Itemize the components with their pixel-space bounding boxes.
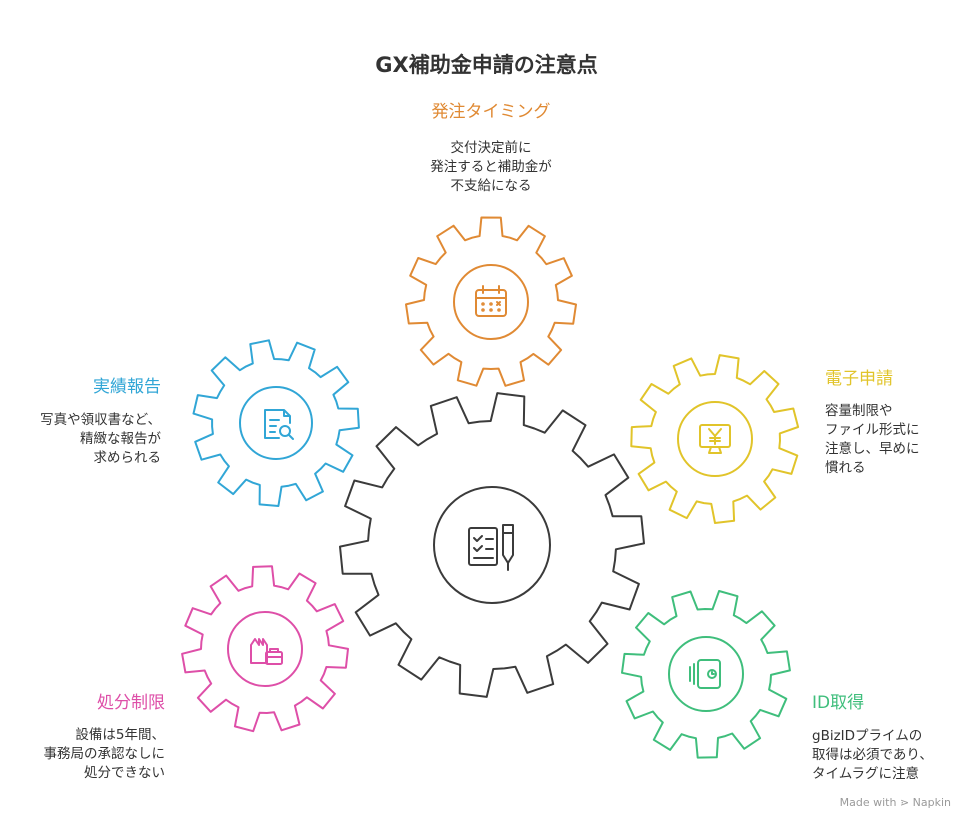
gbiz-heading: ID取得 xyxy=(812,693,865,713)
gbiz-gear xyxy=(621,590,791,759)
electronic-gear xyxy=(630,354,800,524)
page-title: GX補助金申請の注意点 xyxy=(375,53,598,77)
disposal-line: 事務局の承認なしに xyxy=(43,746,166,762)
checklist-pen-icon xyxy=(468,524,514,571)
disposal-gear xyxy=(181,565,349,733)
electronic-description: 容量制限や ファイル形式に 注意し、早めに 慣れる xyxy=(825,402,920,478)
timing-line: 交付決定前に xyxy=(450,140,532,156)
report-heading: 実績報告 xyxy=(93,377,161,397)
report-line: 精緻な報告が xyxy=(80,431,161,447)
timing-line: 不支給になる xyxy=(450,178,532,194)
timing-description: 交付決定前に 発注すると補助金が 不支給になる xyxy=(391,139,591,196)
center-gear xyxy=(339,392,645,698)
gbiz-gear-outline xyxy=(621,590,791,759)
timing-gear-ring xyxy=(453,264,529,340)
electronic-line: 慣れる xyxy=(825,460,866,476)
center-gear-ring xyxy=(433,486,551,604)
document-search-icon xyxy=(264,409,294,440)
timing-gear-outline xyxy=(405,216,577,387)
report-line: 写真や領収書など、 xyxy=(40,412,161,428)
napkin-watermark: Made with ⋗ Napkin xyxy=(839,796,951,809)
report-description: 写真や領収書など、 精緻な報告が 求められる xyxy=(0,411,161,468)
gbiz-line: gBizIDプライムの xyxy=(812,728,923,744)
electronic-heading: 電子申請 xyxy=(825,369,893,389)
report-gear-ring xyxy=(239,386,313,460)
electronic-line: 注意し、早めに xyxy=(825,441,920,457)
id-card-icon xyxy=(689,659,721,689)
disposal-gear-outline xyxy=(181,565,349,733)
timing-line: 発注すると補助金が xyxy=(430,159,552,175)
factory-briefcase-icon xyxy=(250,638,283,665)
electronic-gear-ring xyxy=(677,401,753,477)
center-gear-outline xyxy=(339,392,645,698)
disposal-gear-ring xyxy=(227,611,303,687)
timing-heading: 発注タイミング xyxy=(431,102,551,122)
calendar-icon xyxy=(475,285,507,317)
timing-gear xyxy=(405,216,577,387)
electronic-gear-outline xyxy=(630,354,800,524)
report-gear-outline xyxy=(192,339,360,507)
report-line: 求められる xyxy=(93,450,162,466)
electronic-line: 容量制限や xyxy=(825,403,893,419)
gbiz-description: gBizIDプライムの 取得は必須であり、 タイムラグに注意 xyxy=(812,727,933,784)
disposal-heading: 処分制限 xyxy=(97,693,165,713)
gbiz-line: タイムラグに注意 xyxy=(812,766,920,782)
gbiz-line: 取得は必須であり、 xyxy=(812,747,933,763)
disposal-line: 処分できない xyxy=(84,765,165,781)
report-gear xyxy=(192,339,360,507)
disposal-line: 設備は5年間、 xyxy=(75,727,165,743)
gbiz-gear-ring xyxy=(668,636,744,712)
electronic-line: ファイル形式に xyxy=(825,422,920,438)
yen-monitor-icon xyxy=(699,424,731,454)
disposal-description: 設備は5年間、 事務局の承認なしに 処分できない xyxy=(0,726,166,783)
